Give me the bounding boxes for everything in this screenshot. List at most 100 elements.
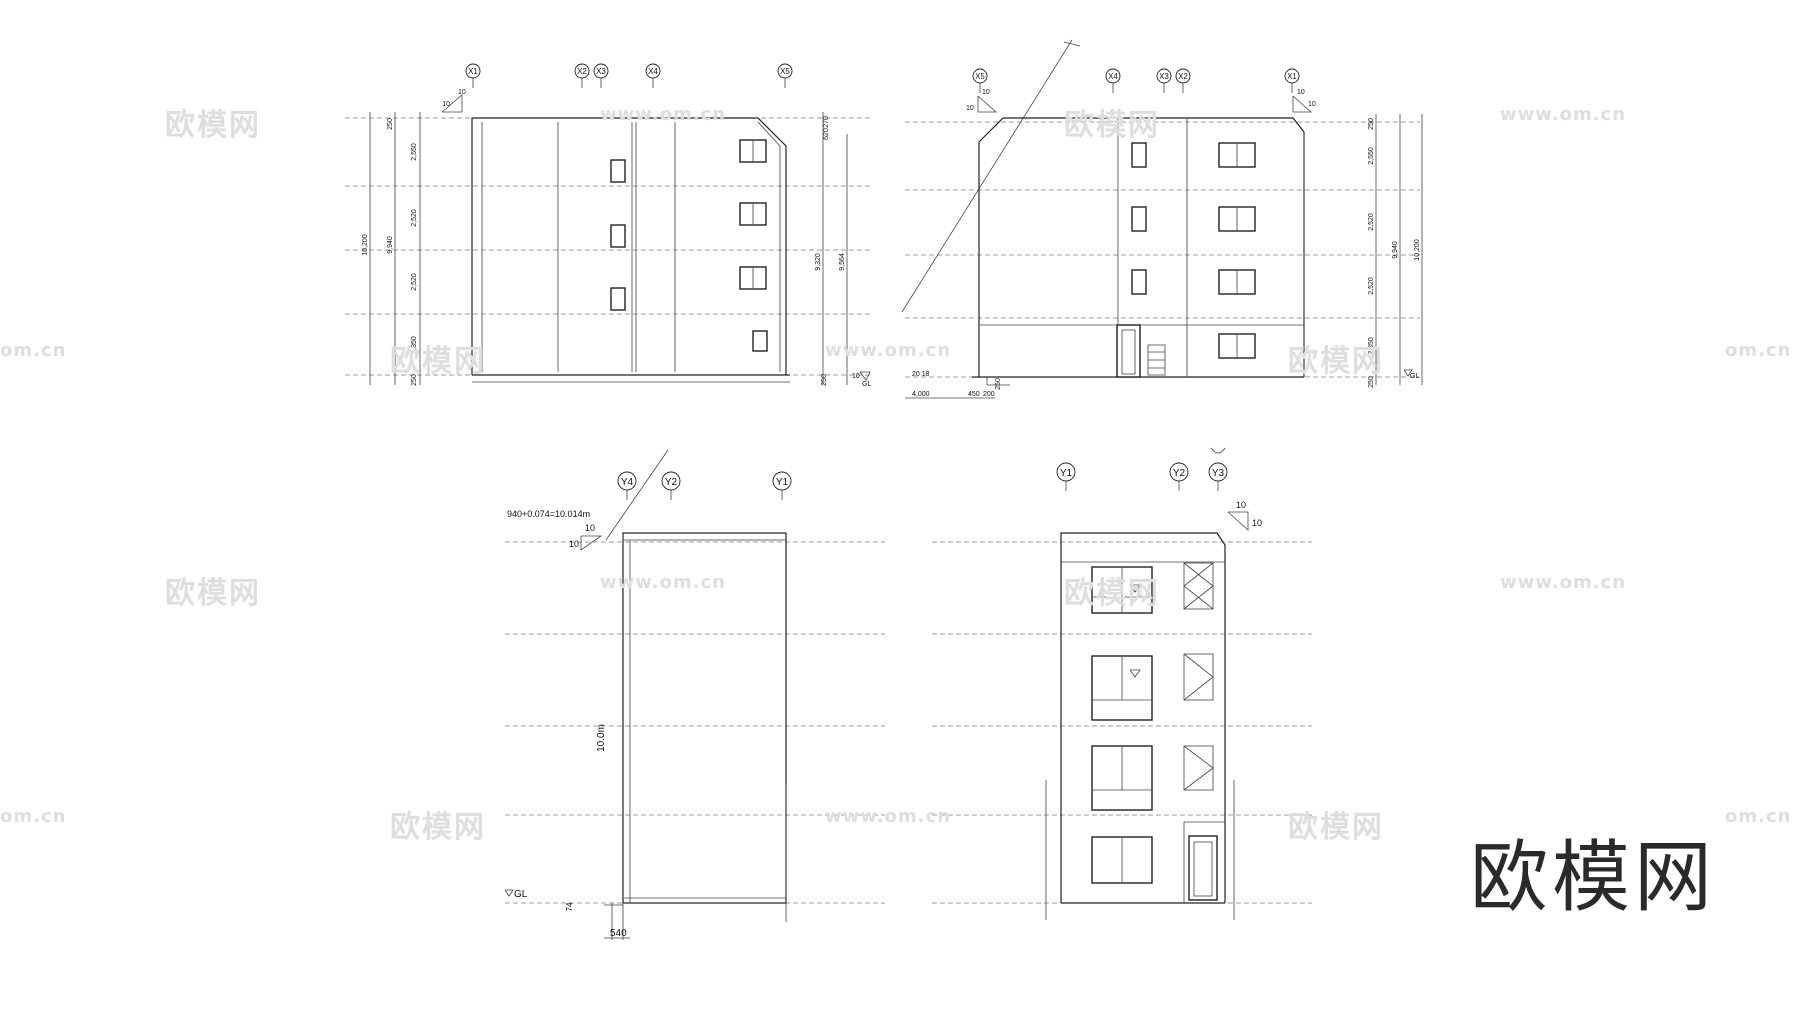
axis-bubble: Y4 bbox=[617, 471, 637, 491]
height-label: 10.0m bbox=[596, 724, 607, 752]
dim-text: 250 bbox=[995, 378, 1002, 390]
slope-mark: 10 10 bbox=[569, 523, 603, 551]
dim-text: 2,550 bbox=[1368, 147, 1375, 165]
slope-value: 10 bbox=[1297, 89, 1305, 96]
axis-label: X5 bbox=[975, 72, 985, 81]
axis-bubble: X5 bbox=[972, 68, 988, 84]
axis-bubble: Y3 bbox=[1208, 462, 1228, 482]
elevation-2: X5 X4 X3 X2 X1 10 10 10 10 250 2,550 2,5… bbox=[901, 39, 1423, 399]
dim-text: 250 bbox=[387, 118, 394, 130]
dim-text: 2,520 bbox=[1368, 213, 1375, 231]
axis-label: X1 bbox=[468, 67, 478, 76]
dim-text: 270 bbox=[823, 116, 830, 128]
dim-text: 2,520 bbox=[411, 273, 418, 291]
axis-bubble: X3 bbox=[593, 63, 609, 79]
elevation-4: Y1 Y2 Y3 10 10 bbox=[932, 447, 1312, 920]
axis-label: Y2 bbox=[665, 477, 678, 488]
slope-value: 10 bbox=[1236, 500, 1246, 510]
dimension-chain-left: 250 2,550 2,520 2,520 2,350 250 10,200 9… bbox=[362, 112, 421, 386]
axis-bubble: X1 bbox=[1284, 68, 1300, 84]
windows bbox=[1116, 142, 1256, 378]
axis-bubble: X1 bbox=[465, 63, 481, 79]
axis-bubble: X5 bbox=[777, 63, 793, 79]
axis-bubble: X3 bbox=[1156, 68, 1172, 84]
section-cut-line bbox=[901, 39, 1073, 313]
level-lines bbox=[932, 541, 1312, 904]
entrance-door bbox=[1116, 324, 1141, 378]
facade-outline bbox=[604, 532, 787, 940]
slope-value: 10 bbox=[982, 89, 990, 96]
dim-text: 9,940 bbox=[1392, 241, 1399, 259]
axis-label: Y4 bbox=[621, 477, 634, 488]
dim-text: 9,320 bbox=[815, 253, 822, 271]
dim-text: 9,940 bbox=[387, 236, 394, 254]
windows bbox=[1091, 566, 1153, 884]
dim-text: 250 bbox=[821, 374, 828, 386]
brand-logo: 欧模网 bbox=[1470, 833, 1717, 923]
axis-label: X2 bbox=[577, 67, 587, 76]
gl-mark: GL bbox=[514, 889, 528, 900]
axis-label: Y3 bbox=[1212, 468, 1225, 479]
dim-text: 10 bbox=[852, 373, 860, 380]
dim-text: 250 bbox=[411, 374, 418, 386]
dimension-chain-right: 250 2,550 2,520 2,520 2,350 250 9,940 10… bbox=[1368, 114, 1423, 388]
slope-value: 10 bbox=[442, 101, 450, 108]
dim-text: 250 bbox=[1368, 118, 1375, 130]
gl-mark: GL bbox=[1410, 373, 1419, 380]
gl-marker: GL bbox=[504, 889, 528, 900]
axis-label: X1 bbox=[1287, 72, 1297, 81]
dim-text: 2,520 bbox=[411, 209, 418, 227]
slope-value: 10 bbox=[1308, 101, 1316, 108]
level-lines bbox=[905, 121, 1420, 378]
dim-text: 20 18 bbox=[912, 371, 930, 378]
elevation-1: X1 X2 X3 X4 X5 10 10 250 2,550 2,520 2,5… bbox=[345, 63, 871, 388]
axis-bubble: Y1 bbox=[772, 471, 792, 491]
gl-mark: GL bbox=[862, 381, 871, 388]
balcony-screens bbox=[1183, 562, 1218, 901]
axis-bubble: X2 bbox=[1175, 68, 1191, 84]
axis-bubble: X4 bbox=[1105, 68, 1121, 84]
dim-text: 2,350 bbox=[411, 336, 418, 354]
facade-outline bbox=[471, 117, 790, 383]
windows bbox=[610, 139, 768, 352]
axis-mark bbox=[1210, 447, 1226, 454]
slope-value: 10 bbox=[458, 89, 466, 96]
axis-label: Y2 bbox=[1173, 468, 1186, 479]
axis-bubbles: Y1 Y2 Y3 bbox=[1056, 447, 1228, 491]
slope-value: 10 bbox=[569, 539, 579, 549]
axis-bubble: X2 bbox=[574, 63, 590, 79]
dim-text: 200 bbox=[983, 391, 995, 398]
section-cut-tick bbox=[1063, 41, 1081, 47]
dim-text: 74 bbox=[565, 902, 574, 911]
entrance-door bbox=[1188, 835, 1218, 901]
level-lines bbox=[345, 117, 870, 376]
level-lines bbox=[505, 541, 885, 904]
axis-bubbles: Y4 Y2 Y1 bbox=[617, 471, 792, 500]
dim-text: 540 bbox=[610, 928, 627, 939]
axis-bubbles: X1 X2 X3 X4 X5 bbox=[465, 63, 793, 88]
dimension-chain-bottom: 4,000 450 200 250 20 18 bbox=[905, 371, 1002, 399]
axis-label: Y1 bbox=[776, 477, 789, 488]
axis-label: X3 bbox=[1159, 72, 1169, 81]
axis-bubble: Y2 bbox=[1169, 462, 1189, 482]
height-note: 940+0.074=10.014m bbox=[507, 509, 590, 519]
dim-text: 250 bbox=[1368, 376, 1375, 388]
slope-mark: 10 10 10 10 bbox=[966, 89, 1316, 113]
facade-outline bbox=[1045, 532, 1235, 920]
axis-label: X5 bbox=[780, 67, 790, 76]
dim-text: 450 bbox=[968, 391, 980, 398]
dim-text: 2,520 bbox=[1368, 277, 1375, 295]
axis-label: X4 bbox=[648, 67, 658, 76]
slope-mark: 10 10 bbox=[441, 89, 466, 113]
slope-value: 10 bbox=[966, 105, 974, 112]
slope-value: 10 bbox=[585, 523, 595, 533]
axis-bubble: X4 bbox=[645, 63, 661, 79]
dim-text: 620 bbox=[823, 128, 830, 140]
axis-bubble: Y2 bbox=[661, 471, 681, 491]
axis-label: X3 bbox=[596, 67, 606, 76]
axis-bubbles: X5 X4 X3 X2 X1 bbox=[972, 68, 1300, 93]
dim-text: 9,564 bbox=[839, 253, 846, 271]
axis-label: X2 bbox=[1178, 72, 1188, 81]
elevation-3: Y4 Y2 Y1 940+0.074=10.014m 10 10 10.0m G… bbox=[504, 449, 885, 940]
